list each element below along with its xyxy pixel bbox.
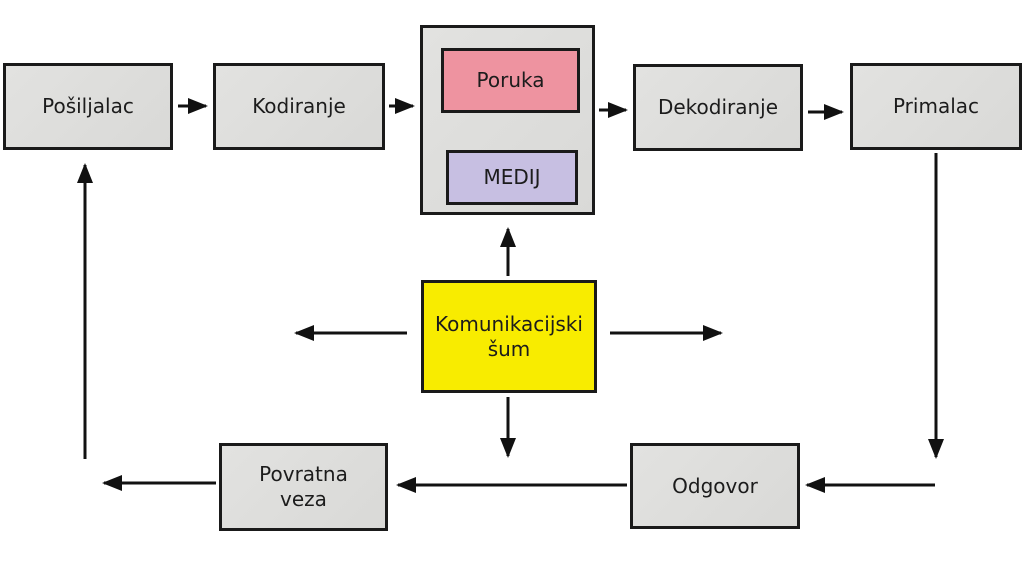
node-povratna-veza: Povratna veza [219, 443, 388, 531]
node-channel-container: Poruka MEDIJ [420, 25, 595, 215]
node-kodiranje: Kodiranje [213, 63, 385, 150]
node-posiljalac: Pošiljalac [3, 63, 173, 150]
node-primalac: Primalac [850, 63, 1022, 150]
node-odgovor: Odgovor [630, 443, 800, 529]
node-komunikacijski-sum: Komunikacijski šum [421, 280, 597, 393]
node-medij: MEDIJ [446, 150, 578, 205]
node-poruka: Poruka [441, 48, 580, 113]
node-dekodiranje: Dekodiranje [633, 64, 803, 151]
